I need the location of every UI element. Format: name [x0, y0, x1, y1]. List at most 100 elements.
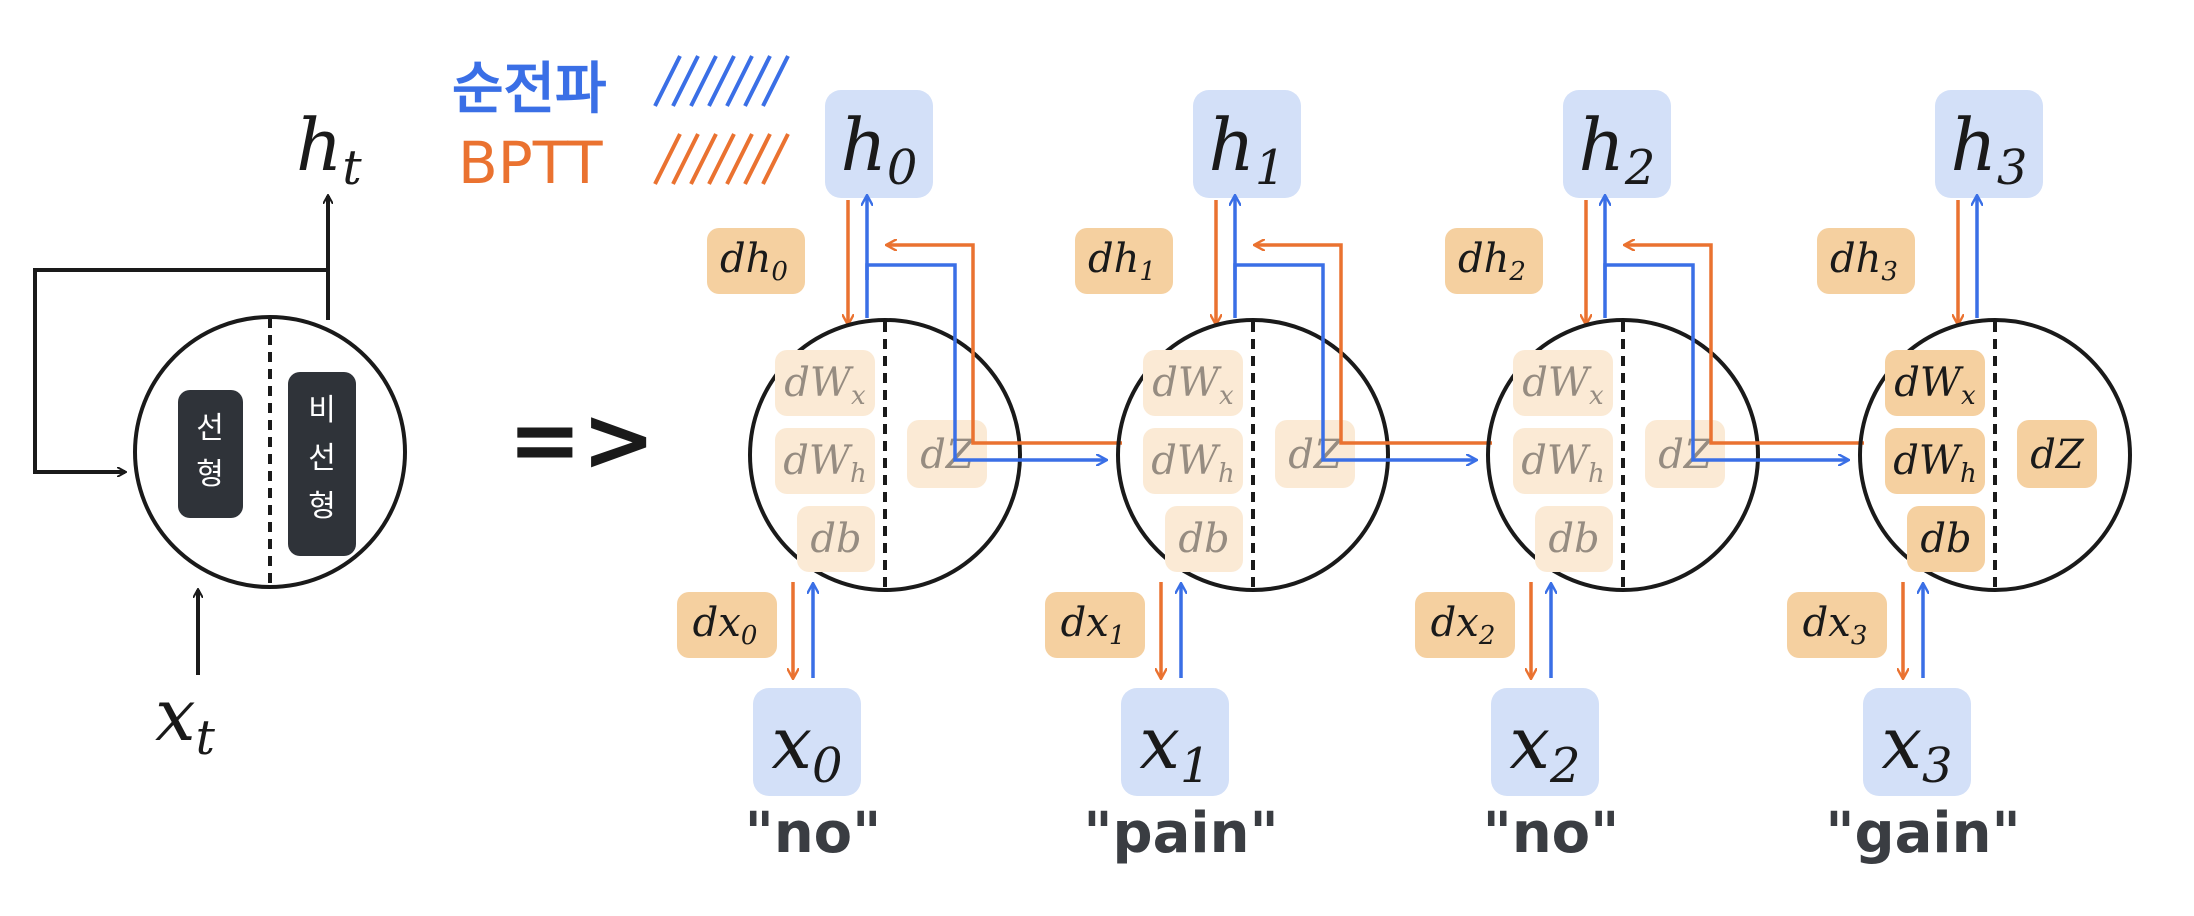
input-label-1-base: x: [1139, 701, 1180, 785]
input-label-2-sub: 2: [1549, 738, 1581, 794]
dx-box-0: [677, 592, 777, 658]
db-box-3: [1907, 506, 1985, 572]
hidden-state-box-2: [1563, 90, 1671, 198]
input-label-2: x2: [1509, 701, 1580, 794]
db-box-0: [797, 506, 875, 572]
dwx-label-3-sub: x: [1961, 381, 1976, 411]
dx-label-1-base: dx: [1061, 600, 1109, 646]
dwh-label-2: dWh: [1521, 438, 1604, 489]
input-box-3: [1863, 688, 1971, 796]
hidden-state-label-2-base: h: [1579, 103, 1625, 187]
dh-label-1-base: dh: [1088, 236, 1139, 282]
dz-label-3-base: dZ: [2030, 432, 2085, 478]
db-label-1-base: db: [1178, 516, 1229, 562]
cell-circle-3: [1858, 318, 2132, 592]
db-label-3: db: [1920, 516, 1971, 562]
dz-label-0-base: dZ: [920, 432, 975, 478]
cell-circle-1: [1116, 318, 1390, 592]
unrolled-steps: h0dh0dWxdWhdbdZdx0x0"no"h1dh1dWxdWhdbdZd…: [677, 90, 2132, 866]
dz-box-1: [1275, 420, 1355, 488]
dwh-label-1-base: dW: [1151, 438, 1221, 484]
dwh-label-1: dWh: [1151, 438, 1234, 489]
dz-label-1-base: dZ: [1288, 432, 1343, 478]
input-box-1: [1121, 688, 1229, 796]
dwh-box-1: [1143, 428, 1243, 494]
dwh-box-0: [775, 428, 875, 494]
dx-box-3: [1787, 592, 1887, 658]
db-box-1: [1165, 506, 1243, 572]
nonlinear-part-box: [288, 372, 356, 556]
dwx-label-1-base: dW: [1152, 360, 1222, 406]
hidden-state-label-0-sub: 0: [887, 140, 918, 196]
db-label-0: db: [810, 516, 861, 562]
dx-label-3-sub: 3: [1851, 621, 1868, 651]
dwx-label-0-sub: x: [851, 381, 866, 411]
dwh-box-2: [1513, 428, 1613, 494]
dwh-label-1-sub: h: [1218, 459, 1235, 489]
input-label-0-sub: 0: [812, 738, 843, 794]
dh-box-0: [707, 228, 805, 294]
input-label-3-base: x: [1881, 701, 1922, 785]
hidden-state-label-0-base: h: [841, 103, 887, 187]
dwx-box-1: [1143, 350, 1243, 416]
folded-output-label: ht: [296, 103, 362, 196]
dwh-label-3-base: dW: [1893, 438, 1963, 484]
db-label-3-base: db: [1920, 516, 1971, 562]
db-label-1: db: [1178, 516, 1229, 562]
db-label-2: db: [1548, 516, 1599, 562]
dh-label-0-sub: 0: [771, 257, 788, 287]
dz-label-3: dZ: [2030, 432, 2085, 478]
dh-label-1-sub: 1: [1139, 257, 1156, 287]
hidden-state-label-3-sub: 3: [1997, 140, 2028, 196]
linear-part-box: [178, 390, 243, 518]
input-label-0-base: x: [771, 701, 812, 785]
dwh-box-3: [1885, 428, 1985, 494]
forward-link-1-2: [1233, 263, 1476, 460]
cell-circle-2: [1486, 318, 1760, 592]
input-box-0: [753, 688, 861, 796]
dwh-label-2-base: dW: [1521, 438, 1591, 484]
dh-label-3-base: dh: [1830, 236, 1881, 282]
dx-label-3-base: dx: [1803, 600, 1851, 646]
dh-label-2-sub: 2: [1508, 257, 1526, 287]
db-box-2: [1535, 506, 1613, 572]
unfold-arrow-text: =>: [508, 388, 655, 491]
dwh-label-3: dWh: [1893, 438, 1976, 489]
forward-link-0-1: [865, 263, 1106, 460]
legend-backward-label: BPTT: [458, 129, 603, 197]
legend-backward-hatch: [653, 133, 790, 185]
dh-label-2: dh2: [1458, 236, 1526, 287]
dz-label-2: dZ: [1658, 432, 1713, 478]
nonlinear-part-char-1: 비: [308, 393, 336, 428]
dh-label-2-base: dh: [1458, 236, 1509, 282]
input-word-0: "no": [745, 801, 882, 866]
dwx-label-1-sub: x: [1219, 381, 1234, 411]
dh-label-1: dh1: [1088, 236, 1156, 287]
dwx-label-0: dWx: [784, 360, 866, 411]
dx-label-2-sub: 2: [1478, 621, 1496, 651]
backward-link-1-0: [887, 245, 1122, 445]
dx-box-1: [1045, 592, 1145, 658]
hidden-state-label-1-base: h: [1209, 103, 1255, 187]
dx-label-1-sub: 1: [1109, 621, 1126, 651]
input-label-1-sub: 1: [1180, 738, 1211, 794]
dh-box-2: [1445, 228, 1543, 294]
dh-box-3: [1817, 228, 1915, 294]
hidden-state-label-2: h2: [1579, 103, 1656, 196]
dz-label-0: dZ: [920, 432, 975, 478]
dx-label-0-sub: 0: [741, 621, 758, 651]
dwx-label-1: dWx: [1152, 360, 1234, 411]
dwx-label-3: dWx: [1894, 360, 1976, 411]
dx-label-3: dx3: [1803, 600, 1868, 651]
hidden-state-label-1: h1: [1209, 103, 1286, 196]
dx-label-0: dx0: [693, 600, 758, 651]
dwx-box-2: [1513, 350, 1613, 416]
nonlinear-part-char-3: 형: [308, 489, 336, 524]
dwx-label-2-sub: x: [1589, 381, 1604, 411]
linear-part-char-1: 선: [196, 411, 224, 446]
